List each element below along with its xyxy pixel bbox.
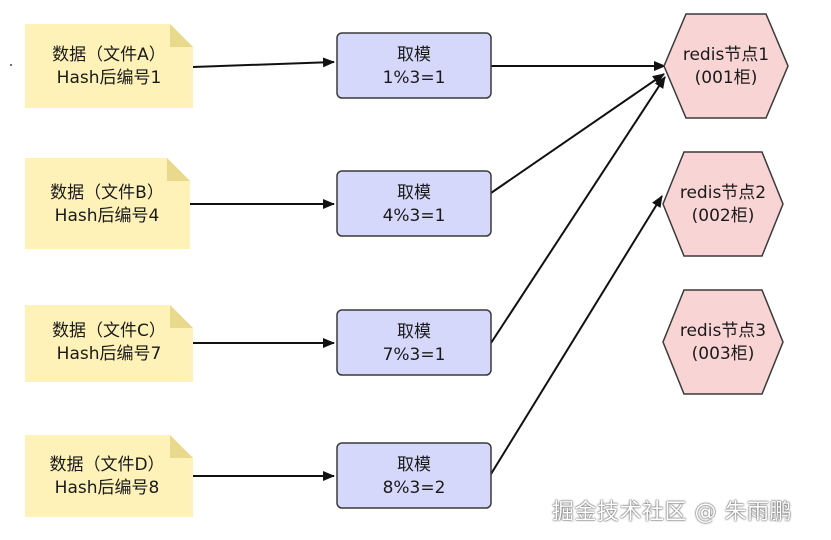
file-c-title: 数据（文件C） (52, 321, 166, 341)
redis-node-1: redis节点1 (001柜) (663, 13, 789, 119)
redis-node-3: redis节点3 (003柜) (662, 289, 784, 395)
watermark: 掘金技术社区 @ 朱雨鹏 (552, 500, 792, 525)
edge-file-a-to-mod1 (192, 57, 335, 68)
file-a-title: 数据（文件A） (52, 45, 166, 65)
stray-dot (10, 64, 12, 66)
file-b-title: 数据（文件B） (50, 183, 164, 203)
redis-node-3-cabinet: (003柜) (692, 344, 755, 364)
modulo-2-expr: 4%3=1 (383, 206, 446, 226)
redis-node-3-name: redis节点3 (680, 321, 766, 341)
file-note-a: 数据（文件A） Hash后编号1 (25, 24, 193, 108)
redis-node-2-cabinet: (002柜) (692, 206, 755, 226)
file-c-hash: Hash后编号7 (57, 344, 162, 364)
modulo-3-label: 取模 (397, 322, 431, 342)
modulo-4-label: 取模 (397, 455, 431, 475)
modulo-3-expr: 7%3=1 (383, 345, 446, 365)
modulo-2-label: 取模 (397, 183, 431, 203)
redis-node-2-name: redis节点2 (680, 183, 766, 203)
edge-mod4-to-node2 (490, 195, 663, 475)
redis-node-2: redis节点2 (002柜) (662, 151, 784, 257)
file-note-c: 数据（文件C） Hash后编号7 (25, 305, 193, 382)
file-a-hash: Hash后编号1 (57, 68, 162, 88)
modulo-box-4: 取模 8%3=2 (336, 442, 492, 509)
file-d-title: 数据（文件D） (49, 455, 164, 475)
edges-file-to-modulo (190, 57, 335, 481)
modulo-1-expr: 1%3=1 (383, 68, 446, 88)
file-note-d: 数据（文件D） Hash后编号8 (25, 435, 193, 517)
redis-node-1-cabinet: (001柜) (695, 68, 758, 88)
modulo-box-3: 取模 7%3=1 (336, 309, 492, 376)
file-b-hash: Hash后编号4 (55, 206, 160, 226)
file-d-hash: Hash后编号8 (55, 478, 160, 498)
modulo-4-expr: 8%3=2 (383, 478, 446, 498)
modulo-box-1: 取模 1%3=1 (336, 32, 492, 99)
edge-mod2-to-node1 (490, 73, 665, 194)
edges-modulo-to-node (490, 61, 666, 475)
modulo-1-label: 取模 (397, 45, 431, 65)
modulo-box-2: 取模 4%3=1 (336, 170, 492, 237)
redis-node-1-name: redis节点1 (683, 45, 769, 65)
edge-mod3-to-node1 (490, 76, 666, 344)
file-note-b: 数据（文件B） Hash后编号4 (25, 158, 190, 249)
